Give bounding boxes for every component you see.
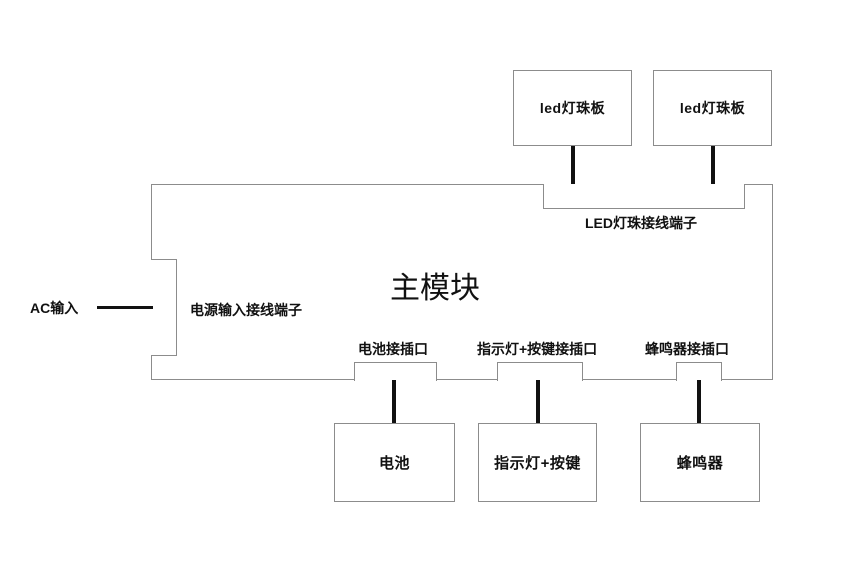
indicator-button-box-label: 指示灯+按键: [494, 455, 581, 472]
wire-battery: [392, 380, 396, 424]
led-board-2: led灯珠板: [653, 70, 772, 146]
battery-box-label: 电池: [378, 455, 410, 472]
battery-box: 电池: [334, 423, 455, 502]
buzzer-box: 蜂鸣器: [640, 423, 760, 502]
indicator-connector-label: 指示灯+按键接插口: [477, 341, 598, 357]
buzzer-box-label: 蜂鸣器: [676, 455, 724, 472]
indicator-connector-port: [497, 362, 583, 381]
wire-buzzer: [697, 380, 701, 424]
battery-connector-label: 电池接插口: [358, 341, 428, 357]
led-board-2-label: led灯珠板: [679, 100, 746, 116]
wire-indicator: [536, 380, 540, 424]
power-input-terminal: [151, 259, 177, 356]
main-module-box: [151, 184, 773, 380]
buzzer-connector-port: [676, 362, 722, 381]
led-wiring-terminal-label: LED灯珠接线端子: [585, 215, 697, 231]
wire-ac-input: [97, 306, 153, 309]
led-wiring-terminal: [543, 184, 745, 209]
ac-input-label: AC输入: [30, 300, 79, 316]
battery-connector-port: [354, 362, 437, 381]
main-module-title: 主模块: [390, 271, 480, 306]
led-board-1-label: led灯珠板: [539, 100, 606, 116]
buzzer-connector-label: 蜂鸣器接插口: [645, 341, 729, 357]
wire-led-board-1: [571, 146, 575, 186]
power-input-terminal-label: 电源输入接线端子: [190, 302, 302, 318]
indicator-button-box: 指示灯+按键: [478, 423, 597, 502]
wire-led-board-2: [711, 146, 715, 186]
led-board-1: led灯珠板: [513, 70, 632, 146]
